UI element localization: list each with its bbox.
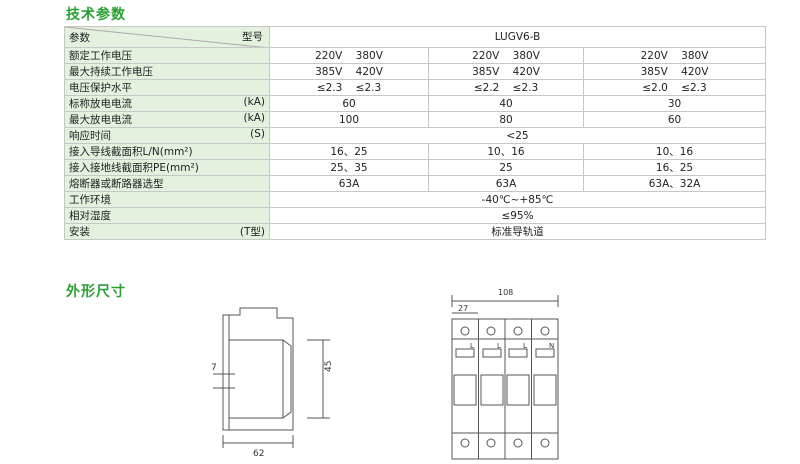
pole-mark-1: L — [470, 342, 474, 350]
value-cell: 60 — [269, 95, 429, 112]
value-cell: 40 — [428, 95, 584, 112]
value-cell: 16、25 — [269, 143, 429, 160]
side-dim-small: 7 — [211, 363, 217, 373]
param-name: 相对湿度 — [69, 210, 111, 222]
value-cell: 标准导轨道 — [268, 223, 767, 240]
param-unit: (kA) — [243, 96, 265, 109]
value-cell: 25、35 — [269, 159, 429, 176]
param-name: 接入接地线截面积PE(mm²) — [69, 162, 199, 174]
side-dim-width: 62 — [253, 449, 264, 459]
value-cell: ≤95% — [268, 207, 767, 224]
value-cell: 25 — [428, 159, 584, 176]
value-cell: 10、16 — [428, 143, 584, 160]
param-name: 接入导线截面积L/N(mm²) — [69, 146, 193, 158]
table-header-row: 参数 型号 LUGV6-B — [64, 26, 767, 48]
value-cell: <25 — [268, 127, 767, 144]
dimensions-title: 外形尺寸 — [66, 284, 126, 300]
param-name: 最大持续工作电压 — [69, 66, 153, 78]
side-view-drawing: 45 62 7 — [211, 307, 334, 459]
value-cell: 63A — [269, 175, 429, 192]
pole-mark-3: L — [523, 342, 527, 350]
value-cell: 220V 380V — [269, 47, 429, 64]
value-cell: 220V 380V — [582, 47, 767, 64]
param-name: 工作环境 — [69, 194, 111, 206]
param-unit: (kA) — [243, 112, 265, 125]
value-cell: ≤2.2 ≤2.3 — [428, 79, 584, 96]
param-name: 响应时间 — [69, 130, 111, 142]
value-cell: 220V 380V — [428, 47, 584, 64]
param-cell: 相对湿度 — [64, 207, 270, 224]
table-row: 安装 (T型)标准导轨道 — [64, 223, 767, 240]
pole-mark-2: L — [497, 342, 501, 350]
param-cell: 工作环境 — [64, 191, 270, 208]
param-unit: (S) — [250, 128, 265, 141]
value-cell: -40℃~+85℃ — [268, 191, 767, 208]
param-name: 标称放电电流 — [69, 98, 132, 110]
value-cell: 385V 420V — [269, 63, 429, 80]
param-name: 电压保护水平 — [69, 82, 132, 94]
specs-title: 技术参数 — [66, 7, 126, 23]
value-cell: 63A、32A — [582, 175, 767, 192]
front-dim-module: 27 — [458, 304, 468, 313]
param-name: 安装 — [69, 226, 90, 238]
param-cell: 标称放电电流 (kA) — [64, 95, 270, 112]
value-cell: ≤2.0 ≤2.3 — [582, 79, 767, 96]
param-cell: 电压保护水平 — [64, 79, 270, 96]
value-cell: 16、25 — [582, 159, 767, 176]
table-row: 电压保护水平 ≤2.3 ≤2.3≤2.2 ≤2.3≤2.0 ≤2.3 — [64, 79, 767, 96]
param-name: 最大放电电流 — [69, 114, 132, 126]
pole-mark-4: N — [549, 342, 554, 350]
table-row: 相对湿度 ≤95% — [64, 207, 767, 224]
param-model-cell: 参数 型号 — [64, 26, 270, 48]
param-name: 熔断器或断路器选型 — [69, 178, 164, 190]
side-dim-height: 45 — [324, 361, 334, 372]
param-cell: 响应时间 (S) — [64, 127, 270, 144]
value-cell: 385V 420V — [582, 63, 767, 80]
param-cell: 接入接地线截面积PE(mm²) — [64, 159, 270, 176]
value-cell: 80 — [428, 111, 584, 128]
value-cell: 10、16 — [582, 143, 767, 160]
param-cell: 最大持续工作电压 — [64, 63, 270, 80]
value-cell: 100 — [269, 111, 429, 128]
table-row: 响应时间 (S)<25 — [64, 127, 767, 144]
param-label: 参数 — [69, 32, 90, 44]
value-cell: 63A — [428, 175, 584, 192]
param-cell: 最大放电电流 (kA) — [64, 111, 270, 128]
param-unit: (T型) — [239, 226, 265, 238]
model-label: 型号 — [242, 31, 263, 43]
param-name: 额定工作电压 — [69, 50, 132, 62]
table-row: 工作环境 -40℃~+85℃ — [64, 191, 767, 208]
param-cell: 额定工作电压 — [64, 47, 270, 64]
front-dim-total: 108 — [498, 288, 513, 297]
model-value: LUGV6-B — [268, 26, 767, 48]
param-cell: 接入导线截面积L/N(mm²) — [64, 143, 270, 160]
param-cell: 安装 (T型) — [64, 223, 270, 240]
param-cell: 熔断器或断路器选型 — [64, 175, 270, 192]
value-cell: 60 — [582, 111, 767, 128]
value-cell: 385V 420V — [428, 63, 584, 80]
value-cell: 30 — [582, 95, 767, 112]
front-view-drawing: 108 27 L L L N — [451, 288, 559, 460]
value-cell: ≤2.3 ≤2.3 — [269, 79, 429, 96]
